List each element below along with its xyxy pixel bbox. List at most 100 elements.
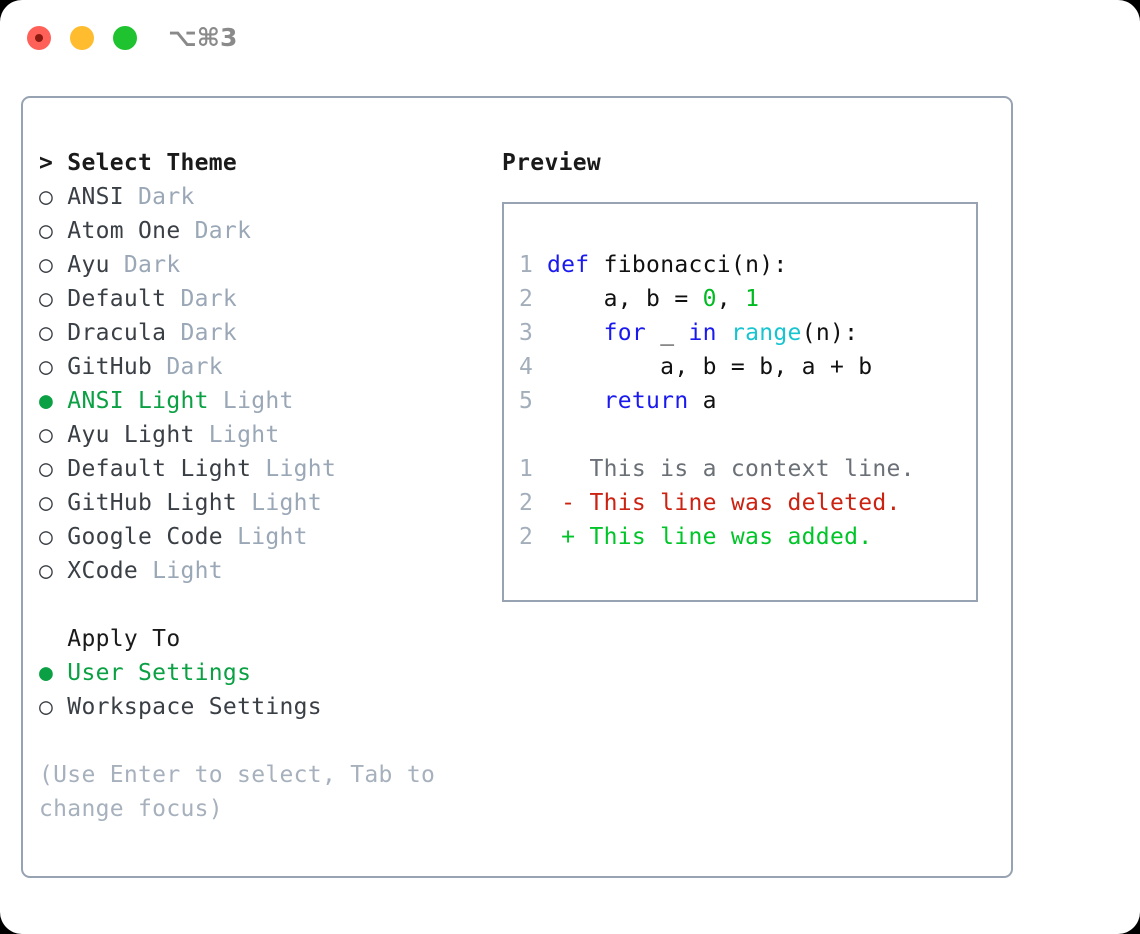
- code-line: 1 def fibonacci(n):: [519, 248, 915, 282]
- diff-line: 1 This is a context line.: [519, 452, 915, 486]
- theme-option-label: ANSI: [67, 184, 124, 210]
- theme-list[interactable]: ○ ANSI Dark○ Atom One Dark○ Ayu Dark○ De…: [39, 180, 494, 588]
- gutter-space: [533, 490, 547, 516]
- line-number: 2: [519, 490, 534, 516]
- code-token: fibonacci: [603, 252, 731, 278]
- line-number: 4: [519, 354, 534, 380]
- code-token: - This line was deleted.: [547, 490, 901, 516]
- theme-option-ansi-light[interactable]: ● ANSI Light Light: [39, 384, 494, 418]
- theme-option-xcode[interactable]: ○ XCode Light: [39, 554, 494, 588]
- preview-panel: Preview 1 def fibonacci(n):2 a, b = 0, 1…: [502, 146, 992, 602]
- code-token: return: [603, 388, 689, 414]
- theme-option-default[interactable]: ○ Default Dark: [39, 282, 494, 316]
- gutter-space: [533, 388, 547, 414]
- code-token: _: [646, 320, 689, 346]
- apply-to-list[interactable]: ● User Settings○ Workspace Settings: [39, 656, 494, 724]
- code-line: 4 a, b = b, a + b: [519, 350, 915, 384]
- apply-to-heading: Apply To: [39, 626, 181, 652]
- theme-option-label: Ayu: [67, 252, 110, 278]
- radio-unselected-icon: ○: [39, 558, 68, 584]
- minimize-light-icon[interactable]: [70, 26, 94, 50]
- code-token: def: [547, 252, 590, 278]
- code-token: [547, 388, 604, 414]
- theme-option-label: Default: [67, 286, 167, 312]
- apply-to-option-user-settings[interactable]: ● User Settings: [39, 656, 494, 690]
- diff-line: 2 + This line was added.: [519, 520, 915, 554]
- code-line: 5 return a: [519, 384, 915, 418]
- code-token: for: [603, 320, 647, 346]
- radio-unselected-icon: ○: [39, 694, 68, 720]
- radio-selected-icon: ●: [39, 660, 68, 686]
- theme-variant-tag: Dark: [152, 354, 223, 380]
- maximize-light-icon[interactable]: [113, 26, 137, 50]
- line-number: 1: [519, 456, 534, 482]
- code-token: a, b =: [547, 286, 703, 312]
- content-card: > Select Theme ○ ANSI Dark○ Atom One Dar…: [21, 96, 1013, 878]
- theme-option-atom-one[interactable]: ○ Atom One Dark: [39, 214, 494, 248]
- theme-variant-tag: Dark: [123, 184, 195, 210]
- code-token: [589, 252, 603, 278]
- code-token: 0: [702, 286, 717, 312]
- theme-option-label: Ayu Light: [67, 422, 195, 448]
- gutter-space: [533, 456, 547, 482]
- code-line: 2 a, b = 0, 1: [519, 282, 915, 316]
- keyboard-hint-text: (Use Enter to select, Tab to change focu…: [39, 762, 436, 822]
- theme-variant-tag: Light: [251, 456, 337, 482]
- theme-option-label: Default Light: [67, 456, 252, 482]
- line-number: 2: [519, 524, 534, 550]
- radio-unselected-icon: ○: [39, 320, 68, 346]
- gutter-space: [533, 286, 547, 312]
- theme-variant-tag: Light: [208, 388, 294, 414]
- theme-option-label: GitHub Light: [67, 490, 238, 516]
- code-token: [547, 320, 604, 346]
- gutter-space: [533, 354, 547, 380]
- radio-unselected-icon: ○: [39, 354, 68, 380]
- radio-unselected-icon: ○: [39, 218, 68, 244]
- close-light-icon[interactable]: [27, 26, 51, 50]
- window-controls: [27, 26, 137, 50]
- list-spacer: [39, 588, 494, 622]
- code-token: (n):: [730, 252, 788, 278]
- apply-to-option-label: Workspace Settings: [67, 694, 322, 720]
- radio-unselected-icon: ○: [39, 524, 68, 550]
- line-number: 3: [519, 320, 534, 346]
- theme-option-google-code[interactable]: ○ Google Code Light: [39, 520, 494, 554]
- theme-option-ansi[interactable]: ○ ANSI Dark: [39, 180, 494, 214]
- theme-variant-tag: Dark: [109, 252, 181, 278]
- theme-option-label: Google Code: [67, 524, 223, 550]
- theme-option-github[interactable]: ○ GitHub Dark: [39, 350, 494, 384]
- theme-option-default-light[interactable]: ○ Default Light Light: [39, 452, 494, 486]
- line-number: 2: [519, 286, 534, 312]
- code-token: + This line was added.: [547, 524, 873, 550]
- theme-selector-panel: > Select Theme ○ ANSI Dark○ Atom One Dar…: [39, 146, 494, 826]
- code-token: (n):: [801, 320, 859, 346]
- theme-variant-tag: Light: [138, 558, 223, 584]
- line-number: 5: [519, 388, 534, 414]
- radio-unselected-icon: ○: [39, 286, 68, 312]
- theme-option-ayu-light[interactable]: ○ Ayu Light Light: [39, 418, 494, 452]
- radio-unselected-icon: ○: [39, 490, 68, 516]
- code-token: ,: [716, 286, 746, 312]
- theme-option-dracula[interactable]: ○ Dracula Dark: [39, 316, 494, 350]
- theme-option-ayu[interactable]: ○ Ayu Dark: [39, 248, 494, 282]
- theme-option-label: ANSI Light: [67, 388, 209, 414]
- radio-unselected-icon: ○: [39, 456, 68, 482]
- theme-option-github-light[interactable]: ○ GitHub Light Light: [39, 486, 494, 520]
- apply-to-option-workspace-settings[interactable]: ○ Workspace Settings: [39, 690, 494, 724]
- code-token: range: [730, 320, 802, 346]
- code-token: a, b = b, a + b: [547, 354, 873, 380]
- code-blank-line: [519, 418, 915, 452]
- diff-line: 2 - This line was deleted.: [519, 486, 915, 520]
- theme-option-label: Atom One: [67, 218, 181, 244]
- code-line: 3 for _ in range(n):: [519, 316, 915, 350]
- line-number: 1: [519, 252, 534, 278]
- gutter-space: [533, 524, 547, 550]
- theme-option-label: Dracula: [67, 320, 167, 346]
- radio-selected-icon: ●: [39, 388, 68, 414]
- keyboard-shortcut-label: ⌥⌘3: [168, 23, 238, 52]
- radio-unselected-icon: ○: [39, 184, 68, 210]
- title-bar: ⌥⌘3: [0, 0, 1140, 78]
